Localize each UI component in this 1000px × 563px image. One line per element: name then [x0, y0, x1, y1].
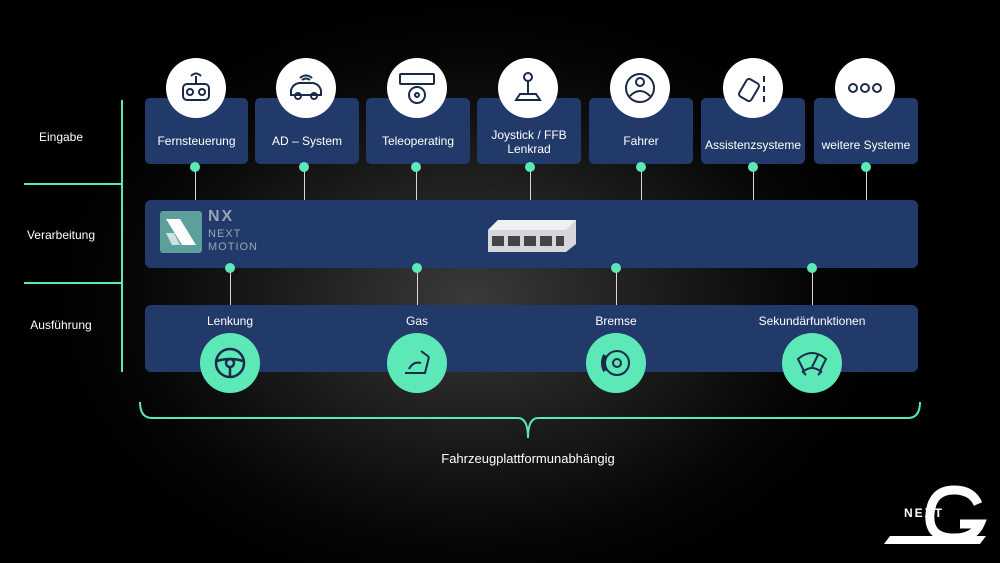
- connector-line: [530, 168, 531, 200]
- nextg-logo: NEXT: [882, 484, 992, 548]
- input-box-teleoperating: Teleoperating: [366, 98, 470, 164]
- connector-dot: [225, 263, 235, 273]
- platform-bracket: [138, 400, 922, 447]
- output-label-lenkung: Lenkung: [206, 314, 254, 328]
- connector-dot: [807, 263, 817, 273]
- output-label-gas: Gas: [405, 314, 428, 328]
- steering-wheel-icon: [200, 333, 260, 393]
- input-label: Joystick / FFB Lenkrad: [491, 128, 567, 156]
- brand-text: NEXT: [904, 506, 945, 520]
- controller-device-icon: [484, 216, 580, 261]
- connector-dot: [412, 263, 422, 273]
- brake-disc-icon: [586, 333, 646, 393]
- teleoperation-screen-icon: [387, 58, 447, 118]
- nx-logo-icon: [160, 211, 202, 253]
- driver-icon: [610, 58, 670, 118]
- gas-pedal-icon: [387, 333, 447, 393]
- input-label: Fahrer: [623, 134, 659, 148]
- platform-caption: Fahrzeugplattformunabhängig: [441, 451, 615, 466]
- input-label: AD – System: [271, 134, 343, 148]
- connector-line: [866, 168, 867, 200]
- logo-mark: NX: [208, 208, 235, 225]
- connector-dot: [748, 162, 758, 172]
- row-label-verarbeitung: Verarbeitung: [26, 228, 96, 242]
- connector-dot: [861, 162, 871, 172]
- joystick-icon: [498, 58, 558, 118]
- connector-line: [616, 268, 617, 306]
- connector-line: [753, 168, 754, 200]
- connector-line: [641, 168, 642, 200]
- output-label-bremse: Bremse: [595, 314, 637, 328]
- remote-control-icon: [166, 58, 226, 118]
- input-box-joystick: Joystick / FFB Lenkrad: [477, 98, 581, 164]
- connector-dot: [636, 162, 646, 172]
- connector-line: [195, 168, 196, 200]
- lane-assist-icon: [723, 58, 783, 118]
- input-label: Teleoperating: [381, 134, 455, 148]
- connector-dot: [299, 162, 309, 172]
- row-divider: [24, 183, 122, 185]
- row-label-ausfuehrung: Ausführung: [30, 318, 92, 332]
- logo-line2: MOTION: [208, 241, 258, 253]
- more-dots-icon: [835, 58, 895, 118]
- connector-line: [304, 168, 305, 200]
- output-label-sekundaer: Sekundärfunktionen: [758, 314, 866, 328]
- input-label: Assistenzsysteme: [704, 138, 802, 152]
- connector-dot: [190, 162, 200, 172]
- connector-line: [812, 268, 813, 306]
- connector-dot: [525, 162, 535, 172]
- autonomous-car-icon: [276, 58, 336, 118]
- row-label-eingabe: Eingabe: [38, 130, 84, 144]
- input-label: Fernsteuerung: [157, 134, 236, 148]
- connector-line: [230, 268, 231, 306]
- connector-dot: [611, 263, 621, 273]
- logo-line1: NEXT: [208, 228, 242, 240]
- row-axis-line: [121, 100, 123, 372]
- input-label: weitere Systeme: [821, 138, 911, 152]
- row-divider: [24, 282, 122, 284]
- connector-line: [416, 168, 417, 200]
- connector-line: [417, 268, 418, 306]
- connector-dot: [411, 162, 421, 172]
- wiper-icon: [782, 333, 842, 393]
